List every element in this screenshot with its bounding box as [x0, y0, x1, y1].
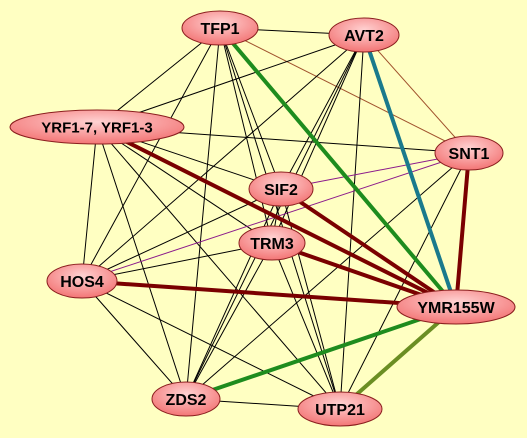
edge-yrf-ymr155w: [95, 125, 458, 309]
edge-sif2-zds2: [185, 188, 282, 400]
node-ellipse: [181, 10, 259, 46]
edge-hos4-zds2: [81, 280, 187, 400]
node-ellipse: [248, 171, 314, 207]
node-avt2[interactable]: AVT2: [328, 17, 400, 53]
node-ellipse: [151, 381, 221, 417]
edge-trm3-zds2: [185, 242, 273, 400]
node-label: SNT1: [449, 146, 490, 163]
node-ellipse: [238, 225, 306, 261]
node-tfp1[interactable]: TFP1: [181, 10, 259, 46]
node-label: TFP1: [200, 21, 239, 38]
node-snt1[interactable]: SNT1: [434, 135, 504, 171]
node-ellipse: [46, 263, 118, 299]
node-label: YMR155W: [417, 300, 495, 317]
edge-utp21-ymr155w: [338, 305, 458, 411]
edge-snt1-ymr155w: [454, 151, 471, 309]
node-ellipse: [434, 135, 504, 171]
node-label: SIF2: [264, 182, 298, 199]
node-utp21[interactable]: UTP21: [297, 391, 383, 427]
edge-tfp1-snt1: [219, 27, 470, 154]
edge-avt2-snt1: [363, 34, 470, 154]
node-ymr155w[interactable]: YMR155W: [396, 289, 516, 325]
node-label: YRF1-7, YRF1-3: [41, 119, 152, 136]
edge-avt2-sif2: [280, 34, 365, 190]
edge-avt2-ymr155w: [362, 33, 458, 309]
node-label: TRM3: [250, 236, 294, 253]
node-trm3[interactable]: TRM3: [238, 225, 306, 261]
edge-avt2-trm3: [271, 34, 365, 244]
node-label: AVT2: [344, 28, 384, 45]
node-label: HOS4: [60, 274, 104, 291]
edge-zds2-ymr155w: [184, 305, 458, 401]
edge-tfp1-zds2: [185, 27, 221, 400]
edge-yrf-zds2: [96, 126, 187, 400]
edge-hos4-ymr155w: [80, 279, 458, 309]
node-ellipse: [328, 17, 400, 53]
edge-tfp1-trm3: [219, 27, 273, 244]
edge-sif2-ymr155w: [279, 187, 458, 309]
node-yrf[interactable]: YRF1-7, YRF1-3: [9, 109, 185, 145]
edge-tfp1-ymr155w: [218, 26, 458, 309]
edge-avt2-yrf: [96, 34, 365, 128]
node-ellipse: [297, 391, 383, 427]
node-label: UTP21: [315, 402, 365, 419]
edge-snt1-zds2: [185, 152, 470, 400]
node-hos4[interactable]: HOS4: [46, 263, 118, 299]
edge-yrf-hos4: [81, 126, 98, 282]
edge-tfp1-sif2: [219, 27, 282, 190]
edge-trm3-utp21: [271, 242, 341, 410]
node-ellipse: [9, 109, 185, 145]
node-ellipse: [396, 289, 516, 325]
edge-yrf-trm3: [96, 126, 273, 244]
edge-hos4-utp21: [81, 280, 341, 410]
node-zds2[interactable]: ZDS2: [151, 381, 221, 417]
edge-avt2-hos4: [81, 34, 365, 282]
node-label: ZDS2: [166, 392, 207, 409]
node-sif2[interactable]: SIF2: [248, 171, 314, 207]
